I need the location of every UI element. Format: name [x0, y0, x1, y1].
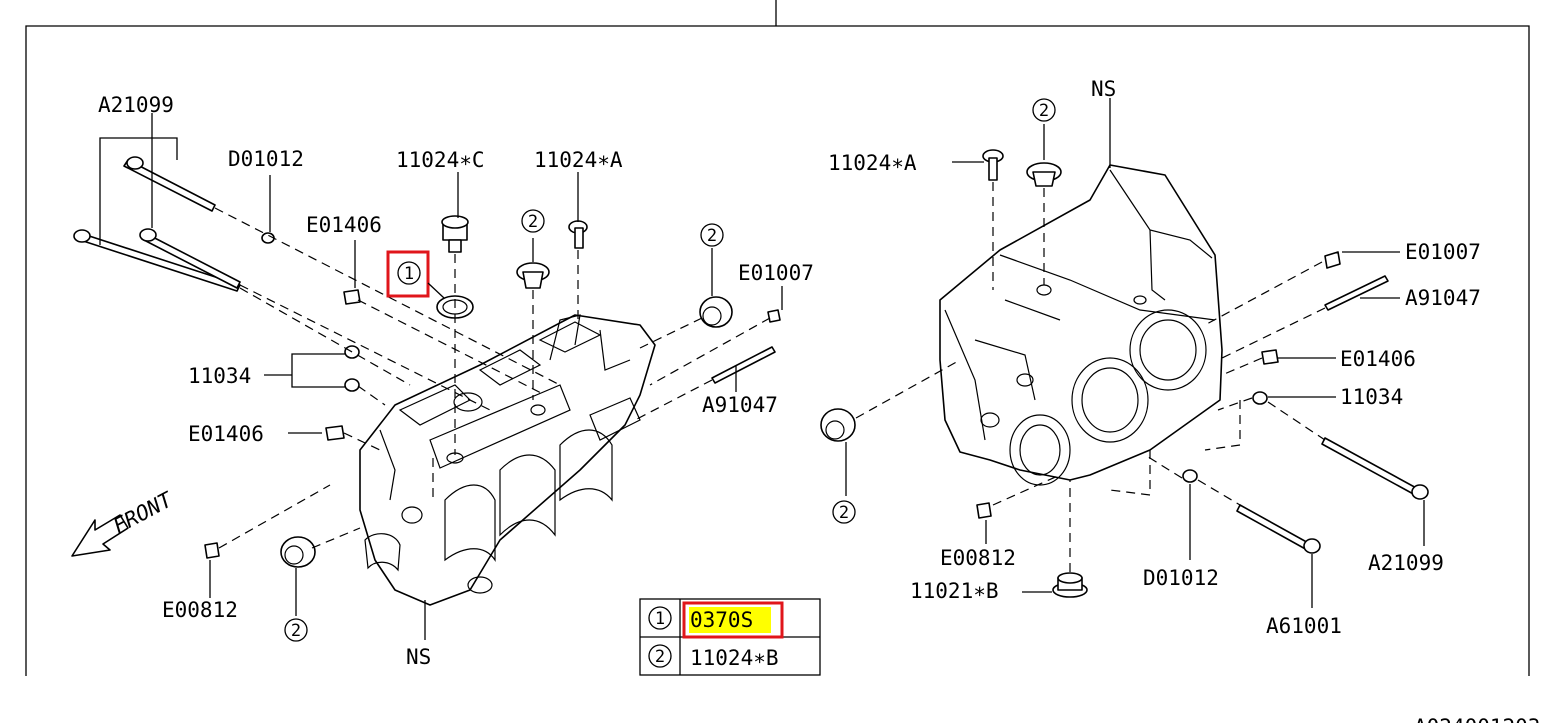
legend-row-2: 2 11024∗B [648, 644, 779, 670]
diagram-frame [25, 0, 1530, 676]
legend-row-1-part: 0370S [690, 608, 753, 632]
label-a21099-right: A21099 [1368, 551, 1444, 575]
right-leader-lines [845, 98, 1425, 608]
label-11024a-left: 11024∗A [534, 148, 623, 172]
label-d01012-right: D01012 [1143, 566, 1219, 590]
right-crankcase-illustration [939, 164, 1223, 486]
label-11024c: 11024∗C [396, 148, 485, 172]
label-11034-left: 11034 [188, 364, 251, 388]
legend-table: 1 0370S 2 11024∗B [639, 598, 821, 676]
callout-1-number: 1 [404, 264, 414, 284]
label-11021b: 11021∗B [910, 579, 999, 603]
label-e01007-left: E01007 [738, 261, 814, 285]
callout-2-number: 2 [839, 503, 849, 523]
label-a91047-right: A91047 [1405, 286, 1481, 310]
callout-2-number: 2 [291, 621, 301, 641]
callout-2-left-right: 2 [700, 223, 724, 247]
label-a61001: A61001 [1266, 614, 1342, 638]
callout-2-left-bottom: 2 [284, 618, 308, 642]
legend-row-2-number: 2 [655, 647, 665, 667]
label-11024a-right: 11024∗A [828, 151, 917, 175]
label-d01012-left: D01012 [228, 147, 304, 171]
callout-2-number: 2 [528, 212, 538, 232]
legend-row-1-number: 1 [655, 609, 665, 629]
callout-1-main: 1 [397, 261, 421, 285]
right-dashed-lines [855, 182, 1326, 572]
legend-row-1-highlight-box [682, 601, 784, 639]
label-corner-code: A024001203 [1414, 715, 1540, 723]
label-a91047-left: A91047 [702, 393, 778, 417]
legend-row-1: 1 0370S [648, 601, 784, 639]
left-crankcase-illustration [359, 314, 656, 606]
left-leader-lines [99, 113, 783, 640]
callout-2-right-left: 2 [832, 500, 856, 524]
label-e01007-right: E01007 [1405, 240, 1481, 264]
callout-2-number: 2 [1039, 101, 1049, 121]
callout-1-highlight [386, 250, 430, 298]
front-label: FRONT [109, 487, 177, 539]
part-labels: A21099 D01012 11024∗C 11024∗A E01406 E01… [98, 77, 1540, 727]
callout-2-right-top: 2 [1032, 98, 1056, 122]
front-arrow-icon [71, 514, 129, 557]
left-dashed-lines [214, 207, 771, 549]
callout-2-left-top: 2 [521, 209, 545, 233]
left-bolts [73, 156, 781, 568]
label-e00812-right: E00812 [940, 546, 1016, 570]
label-e01406-left-top: E01406 [306, 213, 382, 237]
legend-row-2-part: 11024∗B [690, 646, 779, 670]
label-ns-left: NS [406, 645, 431, 669]
right-bolts [820, 149, 1429, 598]
label-e00812-left: E00812 [162, 598, 238, 622]
legend-row-1-highlight-fill [689, 607, 771, 633]
label-11034-right: 11034 [1340, 385, 1403, 409]
label-ns-right: NS [1091, 77, 1116, 101]
label-e01406-right: E01406 [1340, 347, 1416, 371]
label-a21099-left: A21099 [98, 93, 174, 117]
callout-2-number: 2 [707, 226, 717, 246]
label-e01406-left-mid: E01406 [188, 422, 264, 446]
